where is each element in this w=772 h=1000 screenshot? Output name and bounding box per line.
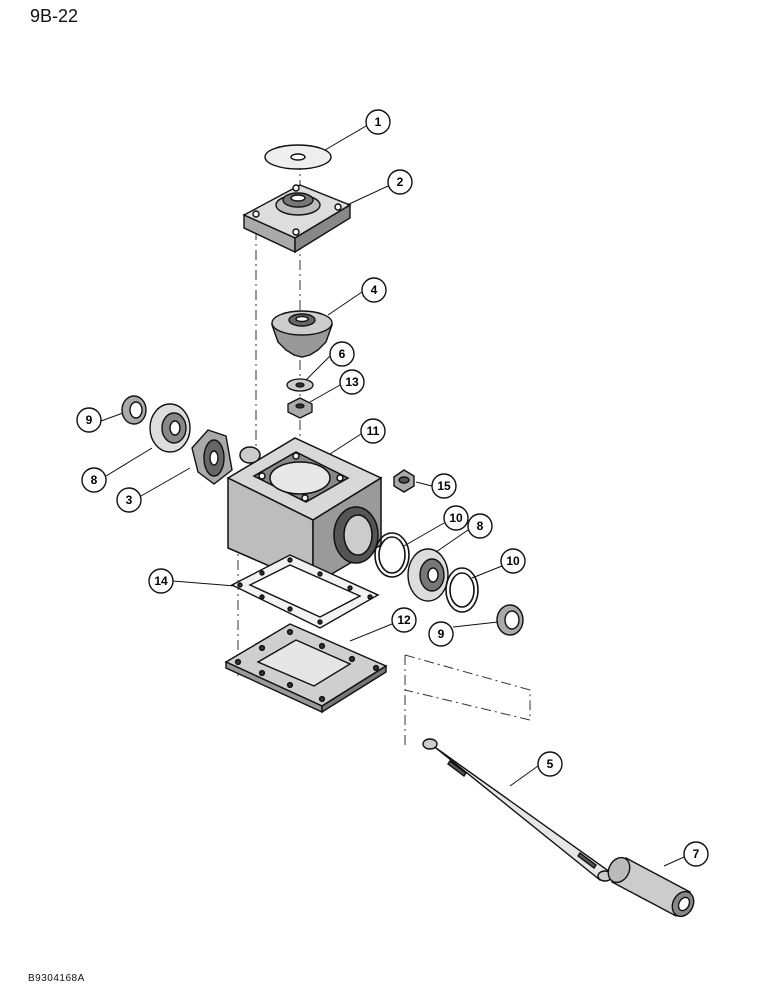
callout-label: 5 — [547, 757, 554, 771]
callout-4: 4 — [361, 277, 387, 303]
callout-label: 7 — [693, 847, 700, 861]
bevel-gear-upper-part — [271, 310, 333, 358]
snap-ring-right-part — [496, 604, 524, 636]
snap-ring-left-part — [121, 395, 147, 425]
callout-14: 14 — [148, 568, 174, 594]
callout-label: 9 — [86, 413, 93, 427]
leader-lines — [100, 125, 685, 867]
page-code: 9B-22 — [30, 6, 79, 26]
gasket-part — [230, 554, 380, 629]
retaining-ring-right-part — [374, 532, 410, 578]
callout-label: 8 — [91, 473, 98, 487]
callout-7: 7 — [683, 841, 709, 867]
washer-part — [264, 144, 332, 170]
callout-6: 6 — [329, 341, 355, 367]
callout-label: 10 — [449, 511, 463, 525]
callout-label: 14 — [154, 574, 168, 588]
callout-10-lower: 10 — [500, 548, 526, 574]
callout-10-upper: 10 — [443, 505, 469, 531]
figure-code: B9304168A — [28, 973, 85, 984]
callout-13: 13 — [339, 369, 365, 395]
nut-part — [287, 397, 313, 419]
callout-label: 11 — [367, 424, 380, 438]
callout-9-left: 9 — [76, 407, 102, 433]
callout-3: 3 — [116, 487, 142, 513]
lock-washer-part — [286, 378, 314, 392]
callout-label: 13 — [345, 375, 359, 389]
callout-label: 4 — [371, 283, 378, 297]
shaft-part — [422, 738, 613, 882]
callout-label: 15 — [437, 479, 451, 493]
callout-label: 8 — [477, 519, 484, 533]
callout-5: 5 — [537, 751, 563, 777]
retaining-ring-outer-part — [445, 567, 479, 613]
callout-11: 11 — [360, 418, 386, 444]
bearing-left-part — [149, 403, 191, 453]
callout-label: 9 — [438, 627, 445, 641]
callout-2: 2 — [387, 169, 413, 195]
callout-12: 12 — [391, 607, 417, 633]
cover-plate-part — [224, 623, 388, 714]
callout-label: 1 — [375, 115, 382, 129]
plug-part — [393, 469, 415, 493]
callout-label: 2 — [397, 175, 404, 189]
callout-1: 1 — [365, 109, 391, 135]
callout-label: 3 — [126, 493, 133, 507]
callout-label: 10 — [506, 554, 520, 568]
callout-8-left: 8 — [81, 467, 107, 493]
callout-8-right: 8 — [467, 513, 493, 539]
bevel-gear-side-part — [191, 429, 233, 485]
callout-9-right: 9 — [428, 621, 454, 647]
sleeve-part — [607, 856, 695, 918]
callout-15: 15 — [431, 473, 457, 499]
bearing-flange-part — [242, 184, 352, 254]
callout-label: 12 — [397, 613, 411, 627]
callout-label: 6 — [339, 347, 346, 361]
bearing-right-part — [407, 548, 449, 602]
